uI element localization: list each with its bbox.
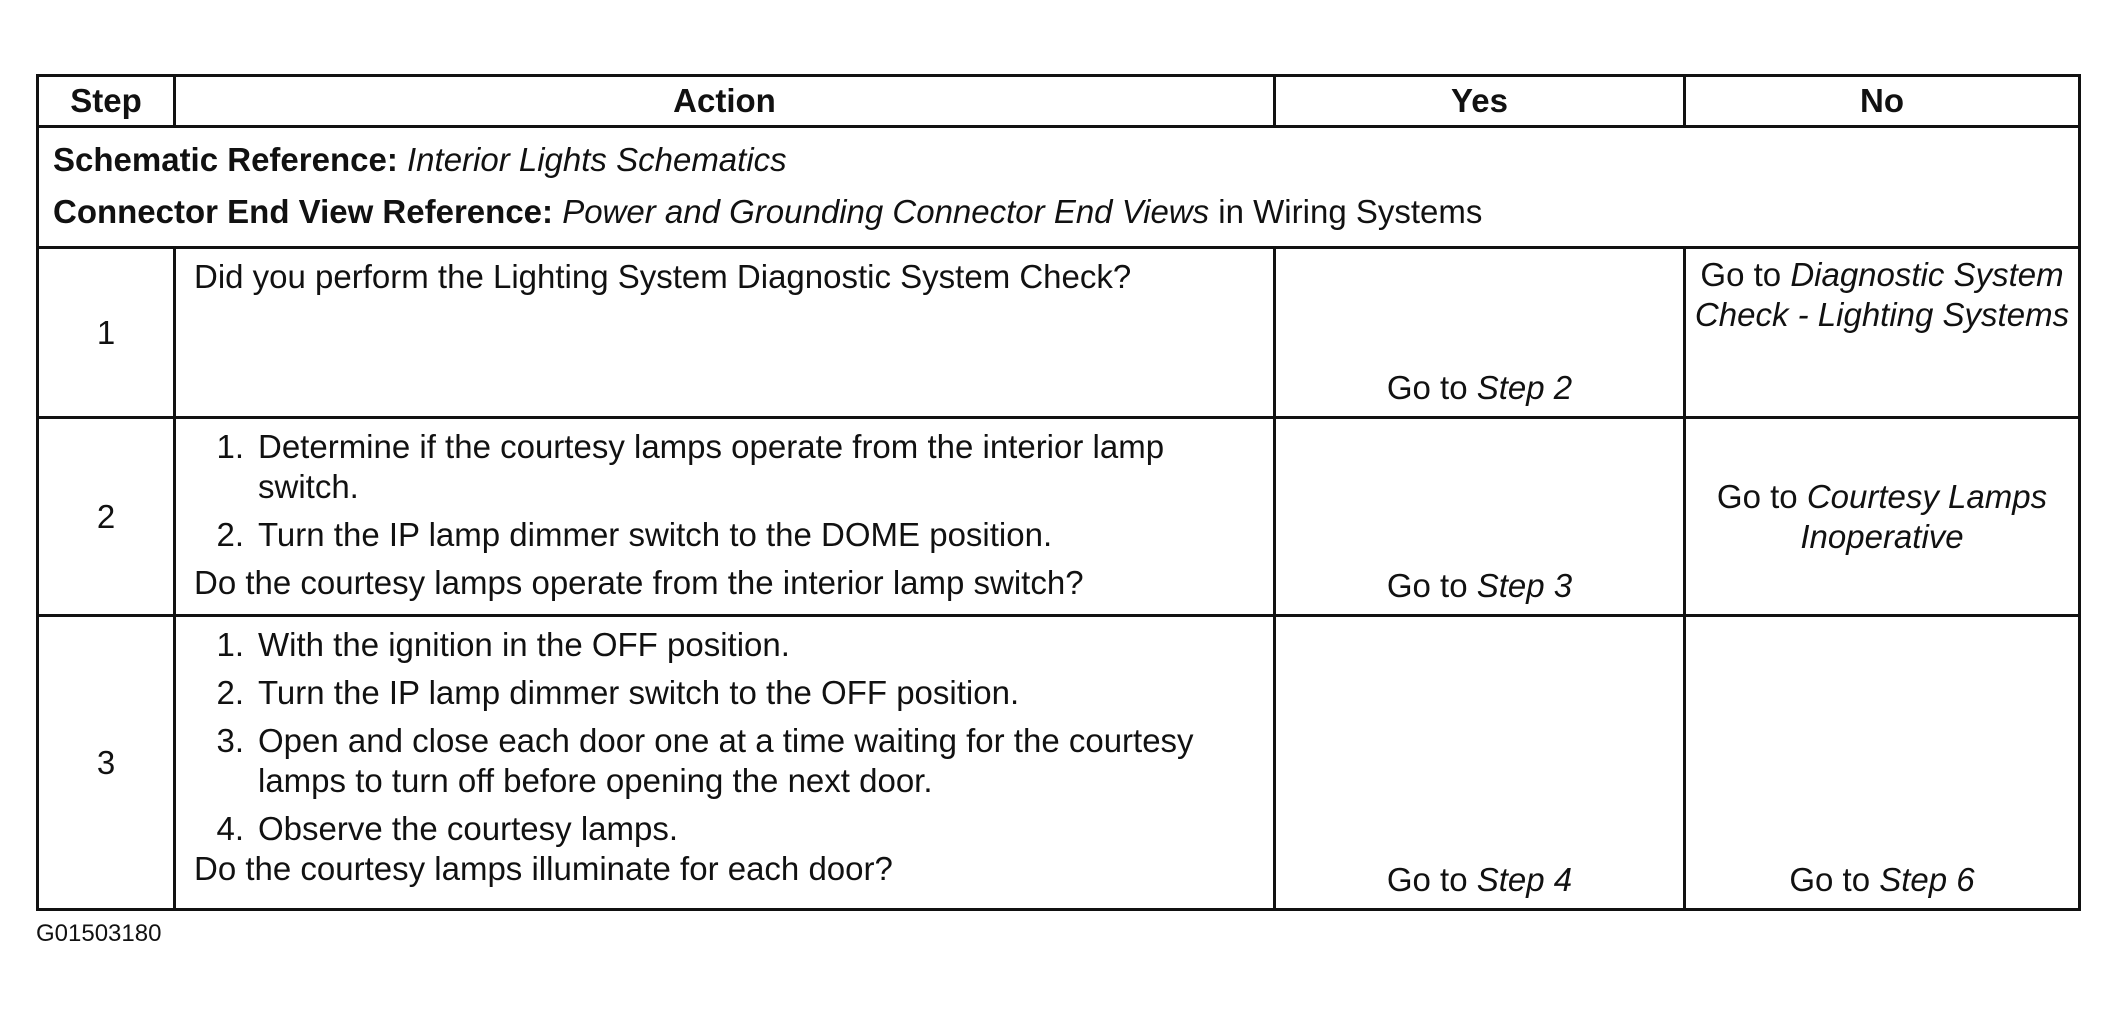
step-number: 2 xyxy=(36,416,176,617)
action-item-text: With the ignition in the OFF position. xyxy=(258,626,790,663)
step-question: Do the courtesy lamps operate from the i… xyxy=(194,564,1084,601)
action-item: 3. Open and close each door one at a tim… xyxy=(194,721,1259,801)
action-item-text: Observe the courtesy lamps. xyxy=(258,810,679,847)
connector-reference: Connector End View Reference: Power and … xyxy=(53,186,2064,238)
step-row-3: 3 1. With the ignition in the OFF positi… xyxy=(36,614,2081,911)
schematic-reference-link[interactable]: Interior Lights Schematics xyxy=(407,141,787,178)
no-prefix: Go to xyxy=(1789,861,1880,898)
diagnostic-table: Step Action Yes No Schematic Reference: … xyxy=(36,74,2081,911)
no-prefix: Go to xyxy=(1716,477,1807,515)
step-row-1: 1 Did you perform the Lighting System Di… xyxy=(36,246,2081,419)
action-item-text: Turn the IP lamp dimmer switch to the OF… xyxy=(258,674,1020,711)
yes-step-link[interactable]: Step 2 xyxy=(1476,369,1573,406)
yes-cell: Go to Step 4 xyxy=(1273,614,1686,911)
action-item-number: 3. xyxy=(216,722,244,759)
action-item: 1. Determine if the courtesy lamps opera… xyxy=(194,427,1259,507)
action-item-number: 2. xyxy=(216,516,244,553)
connector-reference-suffix: in Wiring Systems xyxy=(1209,193,1483,230)
schematic-reference-label: Schematic Reference: xyxy=(53,141,398,178)
no-step-link[interactable]: Step 6 xyxy=(1879,861,1975,898)
header-step: Step xyxy=(36,74,176,128)
step-row-2: 2 1. Determine if the courtesy lamps ope… xyxy=(36,416,2081,617)
no-cell: Go to Courtesy Lamps Inoperative xyxy=(1683,416,2081,617)
schematic-reference: Schematic Reference: Interior Lights Sch… xyxy=(53,134,2064,186)
action-item: 2. Turn the IP lamp dimmer switch to the… xyxy=(194,673,1259,713)
yes-cell: Go to Step 2 xyxy=(1273,246,1686,419)
action-item-number: 1. xyxy=(216,626,244,663)
yes-step-link[interactable]: Step 4 xyxy=(1476,861,1573,898)
yes-cell: Go to Step 3 xyxy=(1273,416,1686,617)
header-yes: Yes xyxy=(1273,74,1686,128)
action-list: 1. Determine if the courtesy lamps opera… xyxy=(194,427,1259,555)
action-item-number: 2. xyxy=(216,674,244,711)
no-step-link[interactable]: Diagnostic System Check - Lighting Syste… xyxy=(1694,256,2070,333)
step-number: 1 xyxy=(36,246,176,419)
action-cell: 1. Determine if the courtesy lamps opera… xyxy=(173,416,1276,617)
action-item-text: Open and close each door one at a time w… xyxy=(258,722,1194,799)
header-action: Action xyxy=(173,74,1276,128)
action-item: 2. Turn the IP lamp dimmer switch to the… xyxy=(194,515,1259,555)
no-prefix: Go to xyxy=(1700,256,1791,293)
yes-prefix: Go to xyxy=(1386,369,1477,406)
action-item-text: Determine if the courtesy lamps operate … xyxy=(258,428,1165,505)
reference-cell: Schematic Reference: Interior Lights Sch… xyxy=(36,125,2081,249)
no-cell: Go to Diagnostic System Check - Lighting… xyxy=(1683,246,2081,419)
step-number: 3 xyxy=(36,614,176,911)
action-item: 1. With the ignition in the OFF position… xyxy=(194,625,1259,665)
header-row: Step Action Yes No xyxy=(36,74,2081,128)
action-item-number: 1. xyxy=(216,428,244,465)
no-cell: Go to Step 6 xyxy=(1683,614,2081,911)
action-item-text: Turn the IP lamp dimmer switch to the DO… xyxy=(258,516,1053,553)
figure-id: G01503180 xyxy=(36,920,162,947)
connector-reference-link[interactable]: Power and Grounding Connector End Views xyxy=(562,193,1210,230)
action-cell: Did you perform the Lighting System Diag… xyxy=(173,246,1276,419)
action-item: 4. Observe the courtesy lamps. xyxy=(194,809,1259,849)
yes-prefix: Go to xyxy=(1386,567,1477,604)
action-item-number: 4. xyxy=(216,810,244,847)
reference-row: Schematic Reference: Interior Lights Sch… xyxy=(36,125,2081,249)
action-list: 1. With the ignition in the OFF position… xyxy=(194,625,1259,849)
action-cell: 1. With the ignition in the OFF position… xyxy=(173,614,1276,911)
no-step-link[interactable]: Courtesy Lamps Inoperative xyxy=(1800,477,2048,555)
yes-prefix: Go to xyxy=(1386,861,1477,898)
step-question: Did you perform the Lighting System Diag… xyxy=(194,258,1132,295)
step-question: Do the courtesy lamps illuminate for eac… xyxy=(194,850,893,887)
yes-step-link[interactable]: Step 3 xyxy=(1476,567,1573,604)
header-no: No xyxy=(1683,74,2081,128)
connector-reference-label: Connector End View Reference: xyxy=(53,193,554,230)
